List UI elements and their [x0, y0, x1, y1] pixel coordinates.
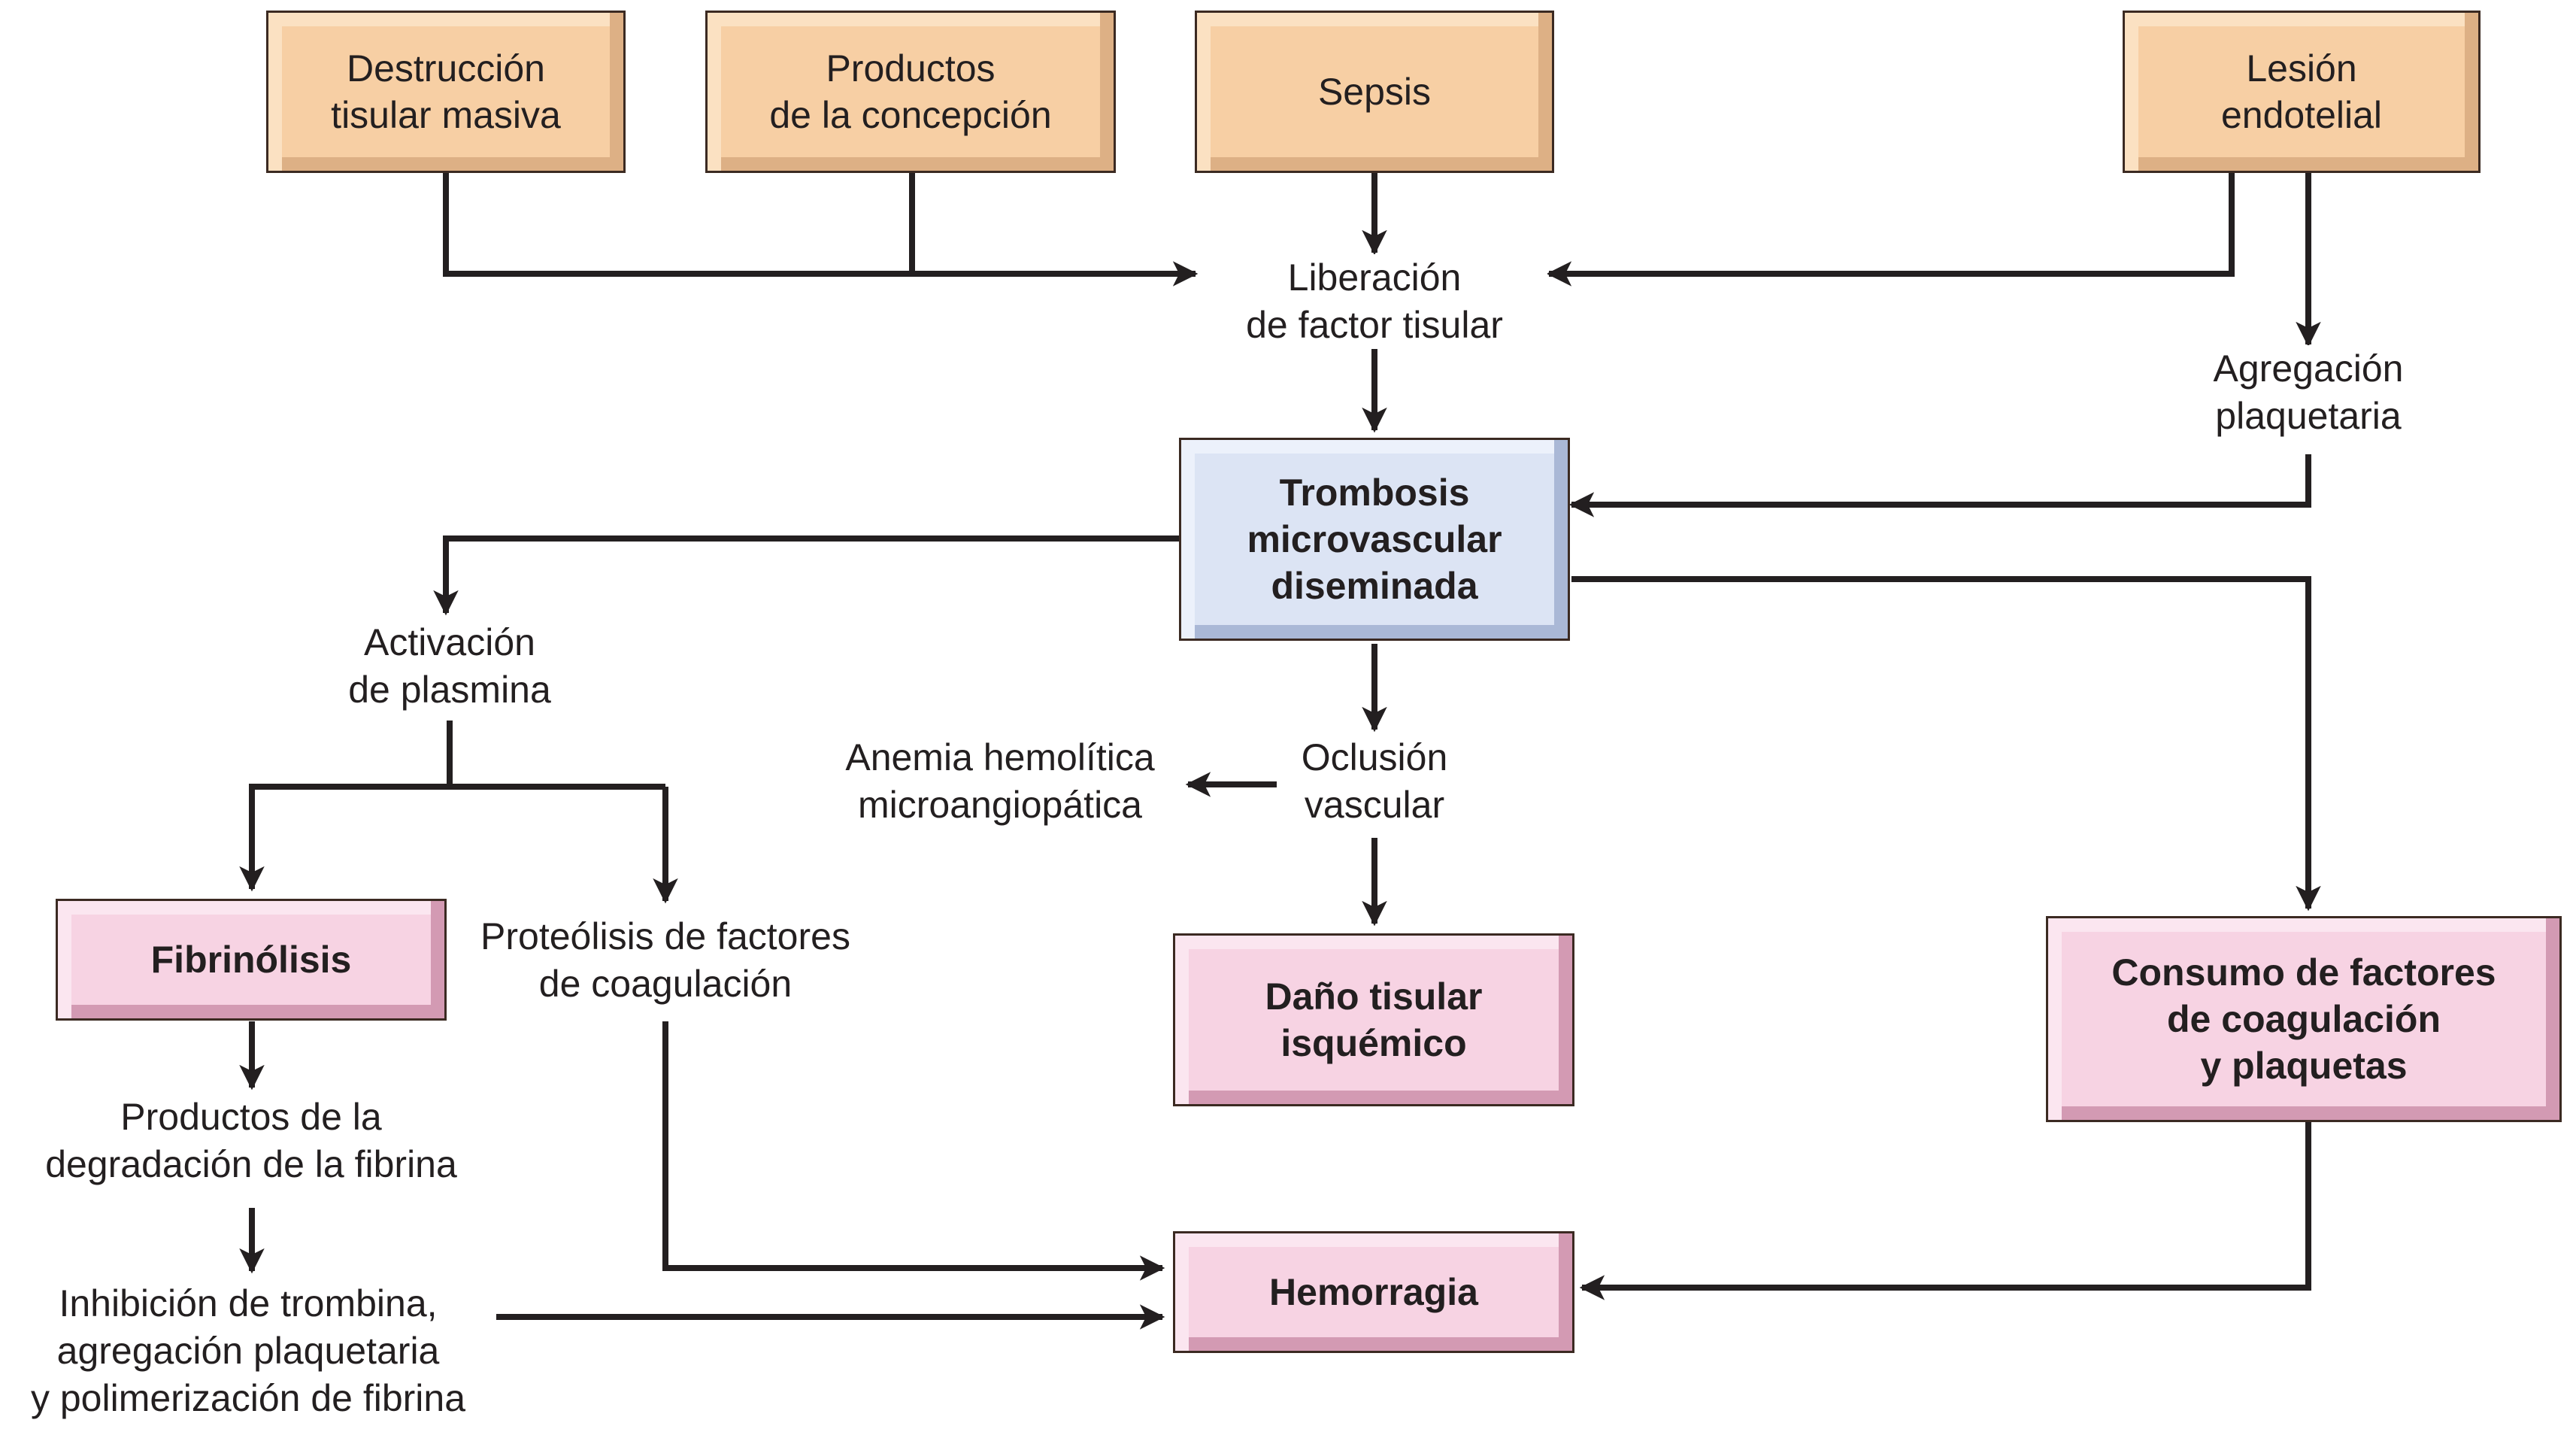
label-oclusion-vascular: Oclusión vascular — [1277, 734, 1472, 829]
box-trombosis-microvascular: Trombosis microvascular diseminada — [1179, 438, 1570, 641]
label-productos-degradacion: Productos de la degradación de la fibrin… — [11, 1094, 492, 1188]
label-inhibicion-trombina: Inhibición de trombina, agregación plaqu… — [0, 1280, 496, 1422]
label-anemia-hemolitica: Anemia hemolítica microangiopática — [820, 734, 1180, 829]
label-liberacion-factor-tisular: Liberación de factor tisular — [1202, 254, 1547, 349]
box-consumo-factores: Consumo de factores de coagulación y pla… — [2046, 916, 2562, 1122]
box-destruccion-label: Destrucción tisular masiva — [331, 47, 561, 136]
edge-proteolisis-hemorragia — [662, 1021, 1165, 1281]
edge-destruccion-liberacion — [443, 171, 1199, 287]
edge-lesion-liberacion — [1546, 171, 2235, 287]
box-productos-concepcion: Productos de la concepción — [705, 11, 1116, 173]
box-sepsis: Sepsis — [1195, 11, 1554, 173]
box-lesion-endotelial-label: Lesión endotelial — [2220, 47, 2383, 136]
box-trombosis-label: Trombosis microvascular diseminada — [1247, 472, 1502, 607]
label-proteolisis-factores: Proteólisis de factores de coagulación — [451, 913, 880, 1008]
edge-agregacion-trombosis — [1568, 454, 2311, 517]
box-lesion-endotelial: Lesión endotelial — [2123, 11, 2481, 173]
box-fibrinolisis-label: Fibrinólisis — [150, 939, 352, 981]
box-destruccion-tisular: Destrucción tisular masiva — [266, 11, 626, 173]
edge-trombosis-activacion — [433, 535, 1179, 616]
box-dano-tisular-label: Daño tisular isquémico — [1265, 975, 1483, 1064]
box-hemorragia-label: Hemorragia — [1269, 1271, 1478, 1313]
label-activacion-plasmina: Activación de plasmina — [299, 619, 600, 714]
box-sepsis-label: Sepsis — [1317, 71, 1432, 113]
box-dano-tisular: Daño tisular isquémico — [1173, 933, 1574, 1106]
label-agregacion-plaquetaria: Agregación plaquetaria — [2165, 345, 2451, 440]
edge-trombosis-consumo — [1571, 576, 2321, 912]
edge-split-fibrinolisis — [239, 784, 665, 892]
box-fibrinolisis: Fibrinólisis — [56, 899, 447, 1021]
edge-consumo-hemorragia — [1579, 1121, 2311, 1300]
box-productos-concepcion-label: Productos de la concepción — [769, 47, 1052, 136]
box-hemorragia: Hemorragia — [1173, 1231, 1574, 1353]
box-consumo-label: Consumo de factores de coagulación y pla… — [2111, 951, 2496, 1087]
